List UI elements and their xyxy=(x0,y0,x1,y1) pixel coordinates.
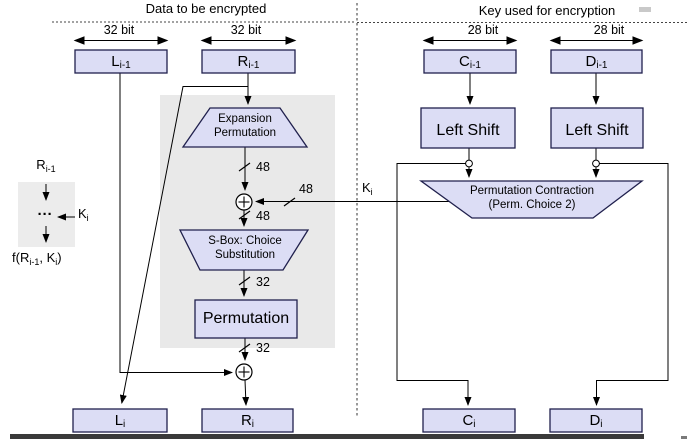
left-shift-c-label: Left Shift xyxy=(436,122,500,139)
permutation-label: Permutation xyxy=(202,310,290,327)
register-d-prev-box xyxy=(550,49,643,74)
bus-tick-marks xyxy=(238,162,296,353)
branch-dot-icon xyxy=(592,159,600,168)
register-r-out-box xyxy=(201,408,294,433)
wire-label-48-subkey: 48 xyxy=(299,182,313,196)
bottom-edge-bar xyxy=(10,434,644,439)
wires xyxy=(42,73,669,406)
bus-width-arrows xyxy=(73,36,644,45)
permuted-choice-trapezoid xyxy=(418,180,644,219)
subkey-label: Ki xyxy=(362,180,373,197)
register-boxes xyxy=(72,49,644,433)
wire-label-48-expansion: 48 xyxy=(256,160,270,174)
register-d-out-box xyxy=(549,408,643,433)
register-l-out-box xyxy=(72,408,168,433)
left-shift-d-label: Left Shift xyxy=(565,122,629,139)
right-section-header: Key used for encryption xyxy=(478,3,616,18)
wire-label-32-sbox: 32 xyxy=(256,275,270,289)
bus-width-label-l: 32 bit xyxy=(103,23,135,37)
bottom-right-mark xyxy=(681,436,687,439)
bus-width-label-r: 32 bit xyxy=(230,23,262,37)
expansion-permutation-trapezoid xyxy=(181,107,309,148)
legend-key-label: Ki xyxy=(78,206,89,223)
left-shift-c-box xyxy=(420,107,516,149)
legend-input-label: Ri-1 xyxy=(36,157,56,174)
register-c-prev-box xyxy=(423,49,517,74)
left-section-header: Data to be encrypted xyxy=(145,1,267,16)
bus-width-label-d: 28 bit xyxy=(593,23,625,37)
legend-dots: ··· xyxy=(37,206,53,223)
register-c-out-box xyxy=(422,408,516,433)
bus-width-label-c: 28 bit xyxy=(467,23,499,37)
permuted-choice-label: Permutation Contraction (Perm. Choice 2) xyxy=(469,185,595,211)
xor-nodes xyxy=(235,193,253,381)
wire-label-32-perm: 32 xyxy=(256,341,270,355)
legend-f-label: f(Ri-1, Ki) xyxy=(12,250,62,267)
top-right-mark xyxy=(639,7,651,12)
expansion-permutation-label: Expansion Permutation xyxy=(213,113,277,139)
branch-dot-icon xyxy=(465,159,473,168)
permutation-box xyxy=(194,299,298,339)
wire-label-48-xor-out: 48 xyxy=(256,209,270,223)
sbox-label: S-Box: Choice Substitution xyxy=(208,235,282,261)
left-shift-d-box xyxy=(550,107,644,149)
sbox-trapezoid xyxy=(178,229,310,271)
register-l-prev-box xyxy=(74,49,168,74)
register-r-prev-box xyxy=(201,49,296,74)
